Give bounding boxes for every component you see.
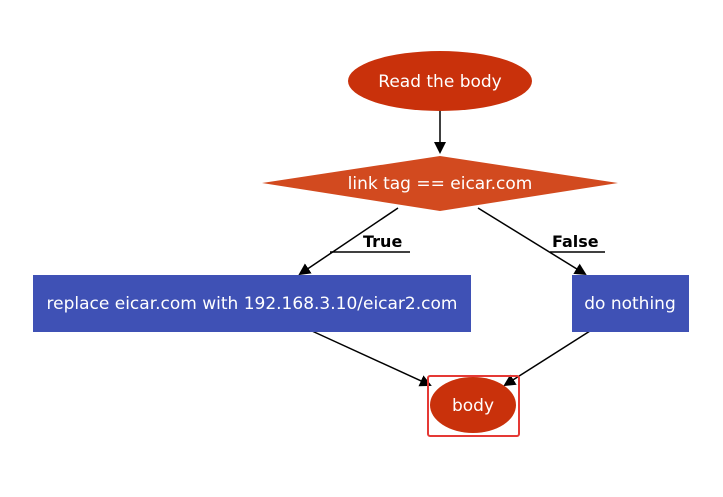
edge-decision-to-false[interactable]	[477, 207, 587, 276]
selection-outline	[427, 375, 520, 437]
node-true-action-label: replace eicar.com with 192.168.3.10/eica…	[47, 294, 458, 314]
node-end-label: body	[452, 396, 494, 416]
edge-label-true: True	[363, 232, 402, 251]
node-false-action[interactable]: do nothing	[572, 275, 689, 332]
node-decision-label: link tag == eicar.com	[348, 174, 533, 194]
node-true-action[interactable]: replace eicar.com with 192.168.3.10/eica…	[33, 275, 471, 332]
node-end[interactable]: body	[427, 375, 520, 437]
edge-decision-to-true[interactable]	[298, 207, 399, 276]
edge-label-false: False	[552, 232, 599, 251]
node-decision[interactable]: link tag == eicar.com	[262, 156, 618, 211]
node-start[interactable]: Read the body	[348, 51, 532, 111]
edge-true-to-end[interactable]	[311, 330, 432, 387]
node-false-action-label: do nothing	[584, 294, 676, 314]
node-start-label: Read the body	[378, 72, 501, 92]
